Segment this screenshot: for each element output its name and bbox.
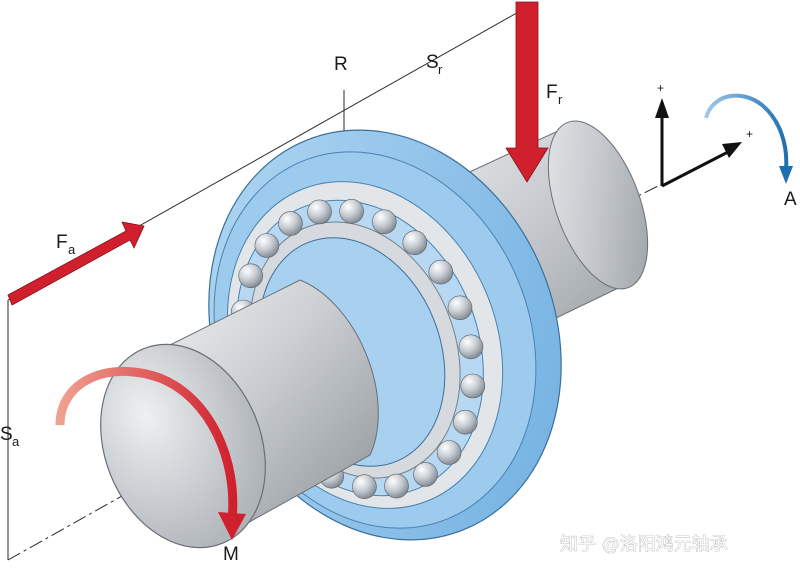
shaft-left (100, 279, 379, 549)
ball (238, 263, 263, 289)
ball (458, 334, 484, 360)
radial-force-arrow (505, 1, 549, 183)
ball (452, 409, 478, 435)
ball (436, 440, 462, 465)
svg-text:F: F (546, 82, 558, 103)
svg-text:S: S (0, 424, 13, 445)
ball (254, 233, 280, 258)
svg-text:r: r (558, 92, 563, 107)
svg-text:a: a (12, 434, 20, 449)
svg-text:F: F (56, 232, 68, 253)
ball (428, 259, 454, 285)
fa-label: F a (56, 232, 76, 257)
ball (447, 295, 473, 321)
ball (384, 473, 409, 499)
ball (371, 209, 397, 235)
svg-text:a: a (68, 242, 76, 257)
axial-force-arrow (7, 221, 145, 306)
ball (413, 462, 438, 487)
sr-label: S r (426, 52, 443, 77)
ball (339, 199, 364, 224)
m-label: M (223, 544, 239, 565)
coordinate-axes: + + (655, 81, 753, 188)
a-label: A (784, 189, 797, 210)
ball (352, 474, 377, 500)
ball (278, 211, 303, 236)
r-label: R (334, 54, 348, 75)
watermark-text: 知乎 @洛阳鸿元轴承 (560, 534, 728, 555)
rotation-arrow (704, 93, 793, 184)
ball (402, 230, 428, 255)
svg-text:r: r (438, 62, 443, 77)
sa-label: S a (0, 424, 20, 449)
ball (460, 373, 486, 399)
svg-text:S: S (426, 52, 439, 73)
shaft-end-face (100, 343, 266, 549)
fr-label: F r (546, 82, 563, 107)
ball (307, 199, 332, 225)
svg-text:+: + (657, 81, 664, 95)
moment-arrow (55, 366, 246, 540)
svg-text:+: + (746, 127, 753, 141)
